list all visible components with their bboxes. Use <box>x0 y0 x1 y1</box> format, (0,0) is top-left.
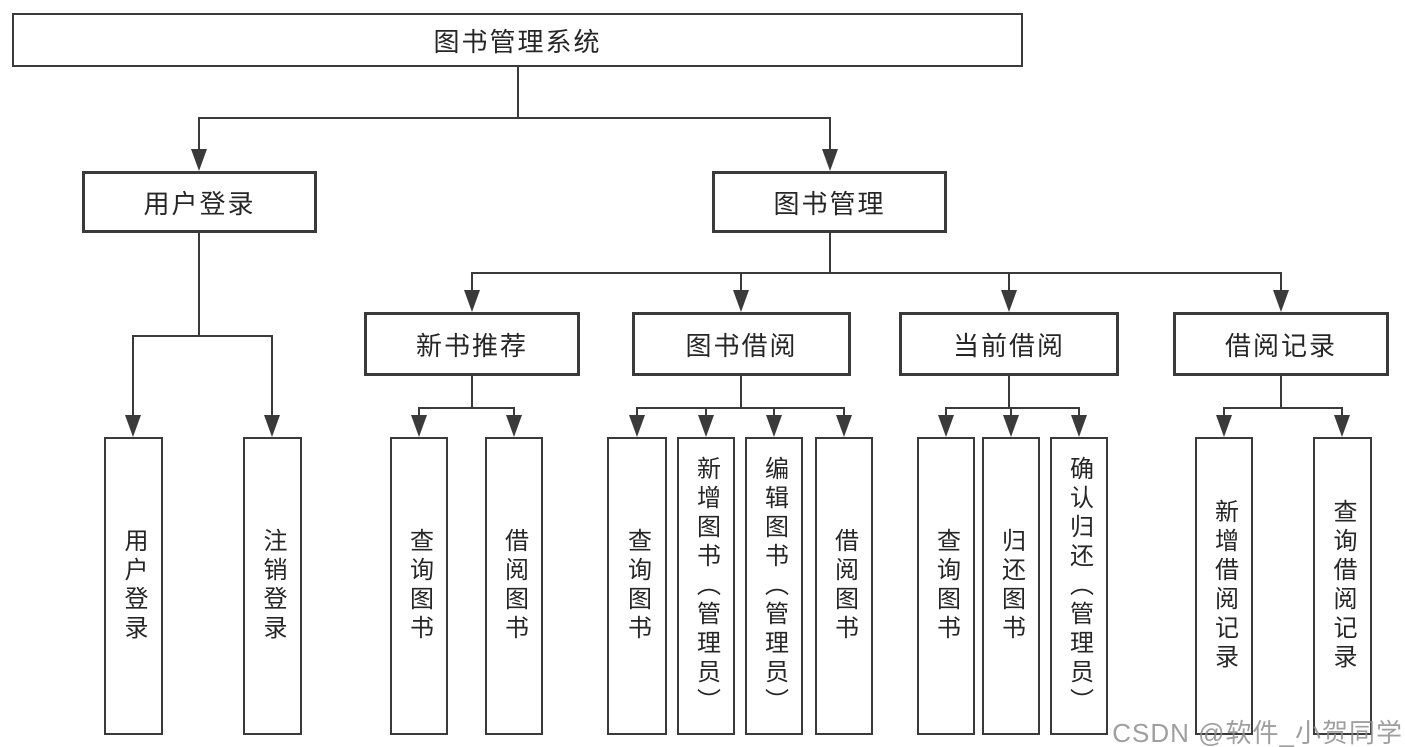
arrowhead-down-icon <box>1071 415 1087 437</box>
connector-line <box>471 272 1282 274</box>
connector-line <box>1223 407 1343 409</box>
connector-line <box>843 408 845 417</box>
connector-line <box>471 273 473 292</box>
leaf-borrowing-borrow-books: 借阅图书 <box>815 437 873 735</box>
arrowhead-down-icon <box>822 149 838 171</box>
leaf-records-query-borrow-record: 查询借阅记录 <box>1313 437 1372 735</box>
arrowhead-down-icon <box>191 149 207 171</box>
connector-line <box>517 67 519 118</box>
arrowhead-down-icon <box>1216 415 1232 437</box>
connector-line <box>198 117 831 119</box>
node-new-book-recommend: 新书推荐 <box>364 312 580 376</box>
leaf-logout: 注销登录 <box>243 437 302 735</box>
node-user-login: 用户登录 <box>82 171 317 233</box>
arrowhead-down-icon <box>629 415 645 437</box>
arrowhead-down-icon <box>836 415 852 437</box>
arrowhead-down-icon <box>1003 415 1019 437</box>
connector-line <box>1280 376 1282 408</box>
leaf-records-add-borrow-record: 新增借阅记录 <box>1195 437 1253 735</box>
csdn-watermark: CSDN @软件_小贺同学 <box>1112 718 1403 747</box>
arrowhead-down-icon <box>264 415 280 437</box>
arrowhead-down-icon <box>938 415 954 437</box>
connector-line <box>198 118 200 151</box>
node-book-management: 图书管理 <box>712 171 947 233</box>
node-library-management-system: 图书管理系统 <box>12 13 1023 67</box>
connector-line <box>1008 376 1010 408</box>
connector-line <box>198 233 200 336</box>
leaf-current-confirm-return-admin: 确认归还（管理员） <box>1050 437 1108 735</box>
arrowhead-down-icon <box>733 290 749 312</box>
connector-line <box>705 408 707 417</box>
node-current-borrowing: 当前借阅 <box>899 312 1119 376</box>
connector-line <box>1223 408 1225 417</box>
arrowhead-down-icon <box>1334 415 1350 437</box>
leaf-borrowing-add-books-admin: 新增图书（管理员） <box>677 437 735 735</box>
arrowhead-down-icon <box>464 290 480 312</box>
connector-line <box>740 273 742 292</box>
arrowhead-down-icon <box>1001 290 1017 312</box>
connector-line <box>636 407 845 409</box>
connector-line <box>418 408 420 417</box>
arrowhead-down-icon <box>698 415 714 437</box>
connector-line <box>945 407 1080 409</box>
connector-line <box>1078 408 1080 417</box>
arrowhead-down-icon <box>1273 290 1289 312</box>
leaf-user-login: 用户登录 <box>104 437 163 735</box>
arrowhead-down-icon <box>125 415 141 437</box>
connector-line <box>1280 273 1282 292</box>
leaf-borrowing-edit-books-admin: 编辑图书（管理员） <box>745 437 803 735</box>
connector-line <box>829 118 831 151</box>
connector-line <box>1008 273 1010 292</box>
connector-line <box>513 408 515 417</box>
connector-line <box>740 376 742 408</box>
arrowhead-down-icon <box>766 415 782 437</box>
connector-line <box>418 407 515 409</box>
leaf-current-return-books: 归还图书 <box>982 437 1040 735</box>
connector-line <box>271 336 273 417</box>
connector-line <box>636 408 638 417</box>
leaf-current-query-books: 查询图书 <box>917 437 975 735</box>
leaf-recommend-borrow-books: 借阅图书 <box>485 437 543 735</box>
connector-line <box>1341 408 1343 417</box>
node-borrow-records: 借阅记录 <box>1173 312 1389 376</box>
node-book-borrowing: 图书借阅 <box>632 312 851 376</box>
connector-line <box>1010 408 1012 417</box>
connector-line <box>829 233 831 273</box>
connector-line <box>471 376 473 408</box>
arrowhead-down-icon <box>506 415 522 437</box>
connector-line <box>773 408 775 417</box>
connector-line <box>132 336 134 417</box>
leaf-borrowing-query-books: 查询图书 <box>607 437 667 735</box>
leaf-recommend-query-books: 查询图书 <box>390 437 448 735</box>
connector-line <box>945 408 947 417</box>
connector-line <box>132 335 273 337</box>
arrowhead-down-icon <box>411 415 427 437</box>
